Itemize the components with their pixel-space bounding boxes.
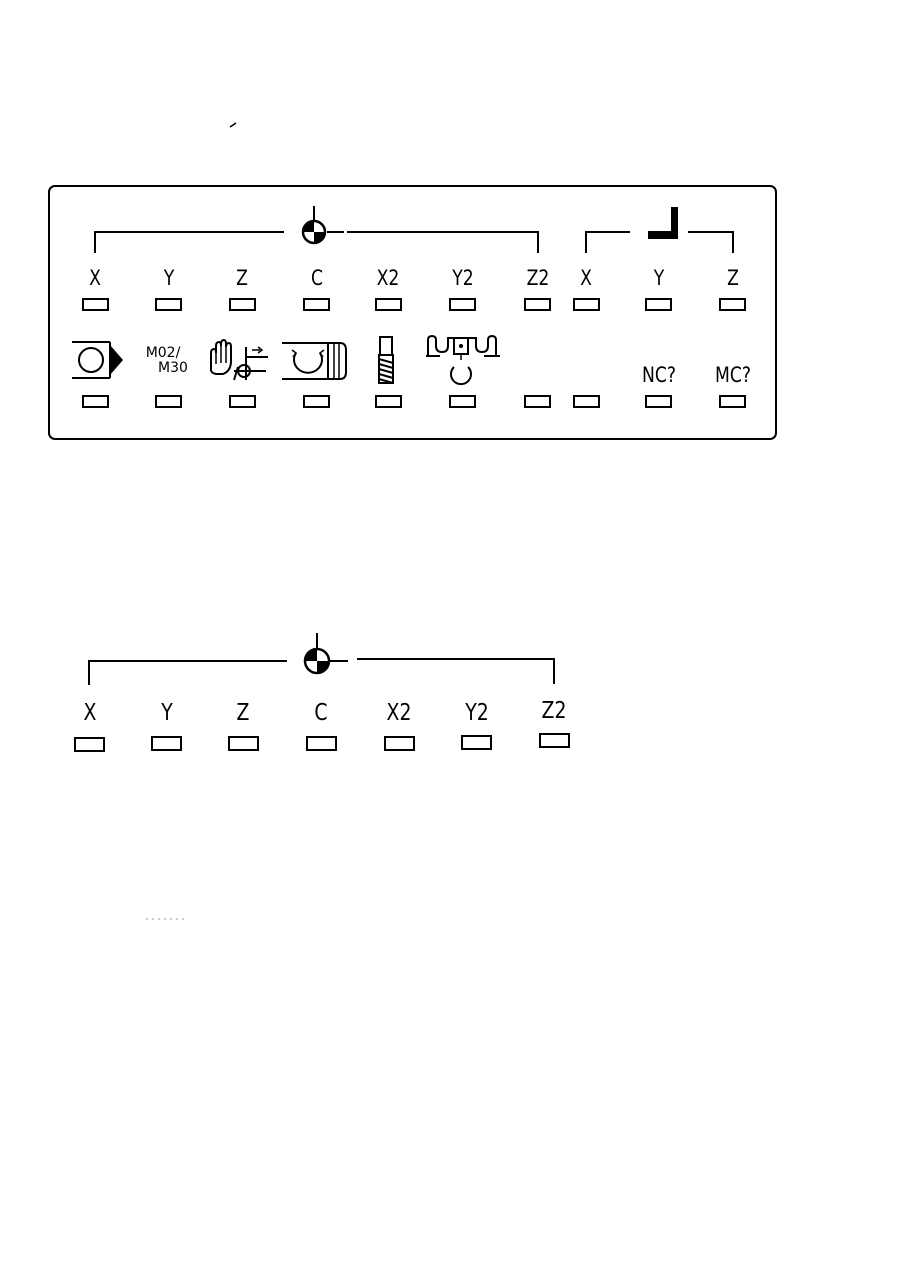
reference-point-icon <box>301 206 344 245</box>
axis-label-y2: Y2 <box>452 266 474 290</box>
lamp-y2 <box>449 298 476 311</box>
bottom-lamp-z2 <box>539 733 570 748</box>
axis-label-y: Y <box>163 266 175 290</box>
bottom-axis-label-z: Z <box>236 700 250 726</box>
group2-bracket-left-leg <box>585 231 587 253</box>
stray-mark <box>229 122 237 128</box>
lamp-spare-1 <box>524 395 551 408</box>
lamp-tool <box>375 395 402 408</box>
lamp-x <box>82 298 109 311</box>
lamp-tool-x <box>573 298 600 311</box>
lamp-c <box>303 298 330 311</box>
spindle-rotation-icon <box>282 342 347 380</box>
group2-bracket-top-left <box>585 231 630 233</box>
lamp-y <box>155 298 182 311</box>
bottom-lamp-x <box>74 737 105 752</box>
bottom-bracket-top-right <box>357 658 555 660</box>
bottom-bracket-left-leg <box>88 660 90 685</box>
lamp-x2 <box>375 298 402 311</box>
lamp-spindle <box>303 395 330 408</box>
lamp-mc-query <box>719 395 746 408</box>
bottom-axis-label-y2: Y2 <box>465 700 489 726</box>
indicator-panel <box>48 185 777 440</box>
bottom-lamp-c <box>306 736 337 751</box>
group2-bracket-right-leg <box>732 231 734 253</box>
lamp-tool-y <box>645 298 672 311</box>
m02-label: M02/ <box>145 345 181 361</box>
tool-axis-label-z: Z <box>727 266 739 290</box>
bottom-lamp-y2 <box>461 735 492 750</box>
bottom-bracket-right-leg <box>553 658 555 684</box>
m30-label: M30 <box>158 360 188 376</box>
axis-label-z2: Z2 <box>526 266 550 290</box>
lamp-nc-query <box>645 395 672 408</box>
group2-bracket-top-right <box>688 231 734 233</box>
lamp-manual-intervention <box>229 395 256 408</box>
bottom-lamp-y <box>151 736 182 751</box>
tool-axis-label-y: Y <box>653 266 665 290</box>
mc-query-label: MC? <box>714 363 752 387</box>
nc-query-label: NC? <box>641 363 677 387</box>
group1-bracket-top-right <box>347 231 539 233</box>
bottom-axis-label-y: Y <box>161 700 173 726</box>
bottom-reference-point-icon <box>303 633 348 675</box>
bottom-bracket-top-left <box>88 660 287 662</box>
lamp-z2 <box>524 298 551 311</box>
axis-label-z: Z <box>236 266 248 290</box>
clamping-icon <box>426 334 500 386</box>
lamp-clamping <box>449 395 476 408</box>
bottom-axis-label-c: C <box>314 700 328 726</box>
bottom-axis-label-x: X <box>83 700 97 726</box>
lamp-z <box>229 298 256 311</box>
tool-axis-label-x: X <box>580 266 592 290</box>
lamp-program-start <box>82 395 109 408</box>
lamp-program-end <box>155 395 182 408</box>
axis-label-x2: X2 <box>376 266 400 290</box>
lamp-spare-2 <box>573 395 600 408</box>
faint-dotted-mark <box>146 918 184 920</box>
bottom-lamp-z <box>228 736 259 751</box>
tool-icon <box>378 336 394 384</box>
group1-bracket-top-left <box>94 231 284 233</box>
group1-bracket-left-leg <box>94 231 96 253</box>
axis-label-x: X <box>89 266 101 290</box>
tool-corner-icon <box>648 207 678 239</box>
group1-bracket-right-leg <box>537 231 539 253</box>
program-start-icon <box>72 341 123 379</box>
bottom-axis-label-x2: X2 <box>386 700 412 726</box>
manual-intervention-icon <box>210 338 268 381</box>
bottom-lamp-x2 <box>384 736 415 751</box>
axis-label-c: C <box>310 266 324 290</box>
lamp-tool-z <box>719 298 746 311</box>
bottom-axis-label-z2: Z2 <box>541 698 567 724</box>
